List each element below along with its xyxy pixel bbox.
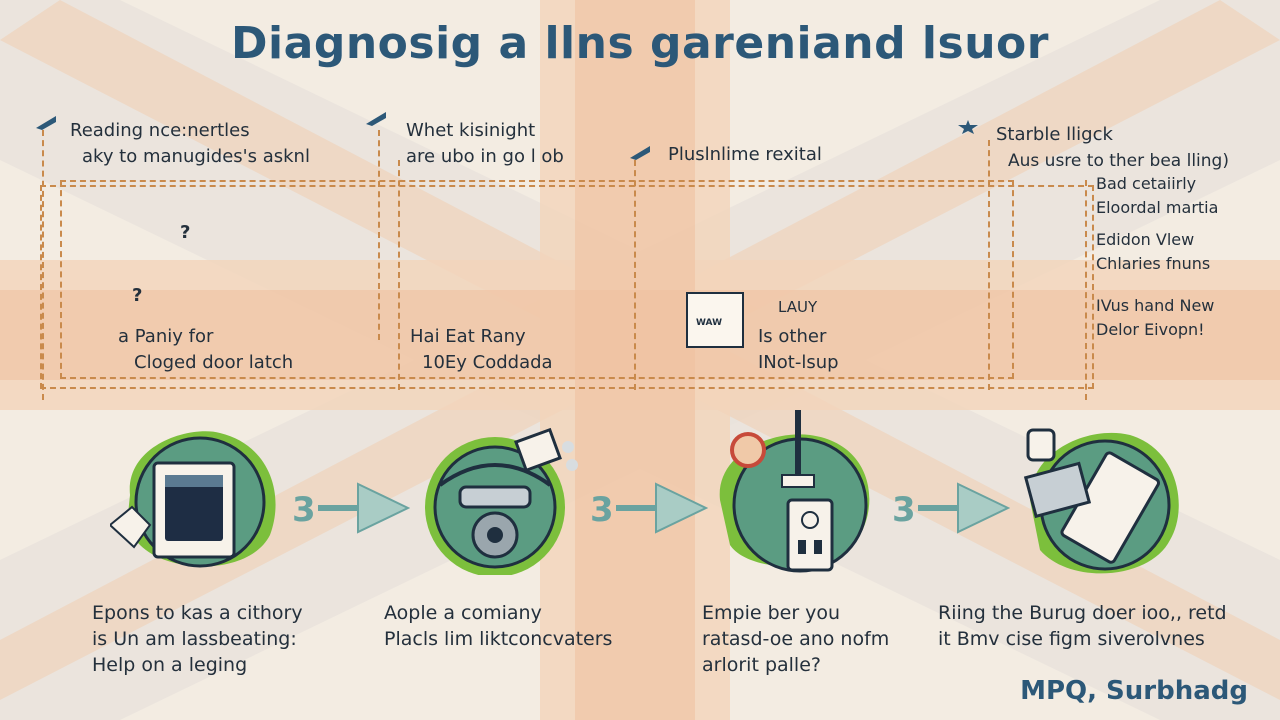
dashed-connector [988,140,990,390]
footer-brand: MPQ, Surbhadg [1020,676,1248,706]
question-mark: ? [180,222,191,243]
arrow-right-icon [918,482,1010,534]
step-2-caption: Aople a comiany Placls lim liktconcvater… [384,602,613,650]
connector-number: 3 [892,490,916,530]
arrow-right-icon [318,482,410,534]
dashed-connector [1085,180,1087,400]
pin-icon [366,112,386,126]
step-3-caption: Empie ber you ratasd-oe ano nofm arlorit… [702,602,890,676]
pin-icon [36,116,56,130]
dashed-frame-inner [60,180,1014,379]
step-1-caption: Epons to kas a cithory is Un am lassbeat… [92,602,303,676]
page-title: Diagnosig a llns gareniand lsuor [231,18,1049,69]
panel-list: Bad cetaiirly Eloordal martia Edidon Vle… [1096,174,1219,339]
connector-number: 3 [590,490,614,530]
question-mark: ? [132,285,143,306]
panel-heading: Reading nce:nertles aky to manugides's a… [70,120,310,167]
step-3-tool-icon [719,410,870,573]
panel-heading: Whet kisinight are ubo in go l ob [406,120,564,167]
panel-caption: Is other INot-lsup [758,326,839,373]
panel-heading: Starble lligck Aus usre to ther bea llin… [996,124,1229,171]
connector-number: 3 [292,490,316,530]
dashed-connector [634,160,636,390]
step-1-door-icon [110,431,276,568]
panel-caption: Hai Eat Rany 10Ey Coddada [410,326,553,373]
panel-tag: LAUY [778,298,818,316]
pin-icon [630,146,650,160]
step-4-tools-icon [1023,428,1179,574]
arrow-right-icon [616,482,708,534]
panel-heading: Pluslnlime rexital [668,144,822,165]
step-2-latch-icon [425,427,578,575]
dashed-frame-outer [40,185,1094,389]
screen-label: WAW [696,318,723,328]
dashed-connector [378,130,380,340]
panel-caption: a Paniy for Cloged door latch [118,326,294,373]
star-icon [958,120,978,134]
step-4-caption: Riing the Burug doer ioo,, retd it Bmv c… [938,602,1227,650]
dashed-connector [398,160,400,390]
screen-device: WAW [686,292,744,348]
dashed-connector [42,130,44,400]
